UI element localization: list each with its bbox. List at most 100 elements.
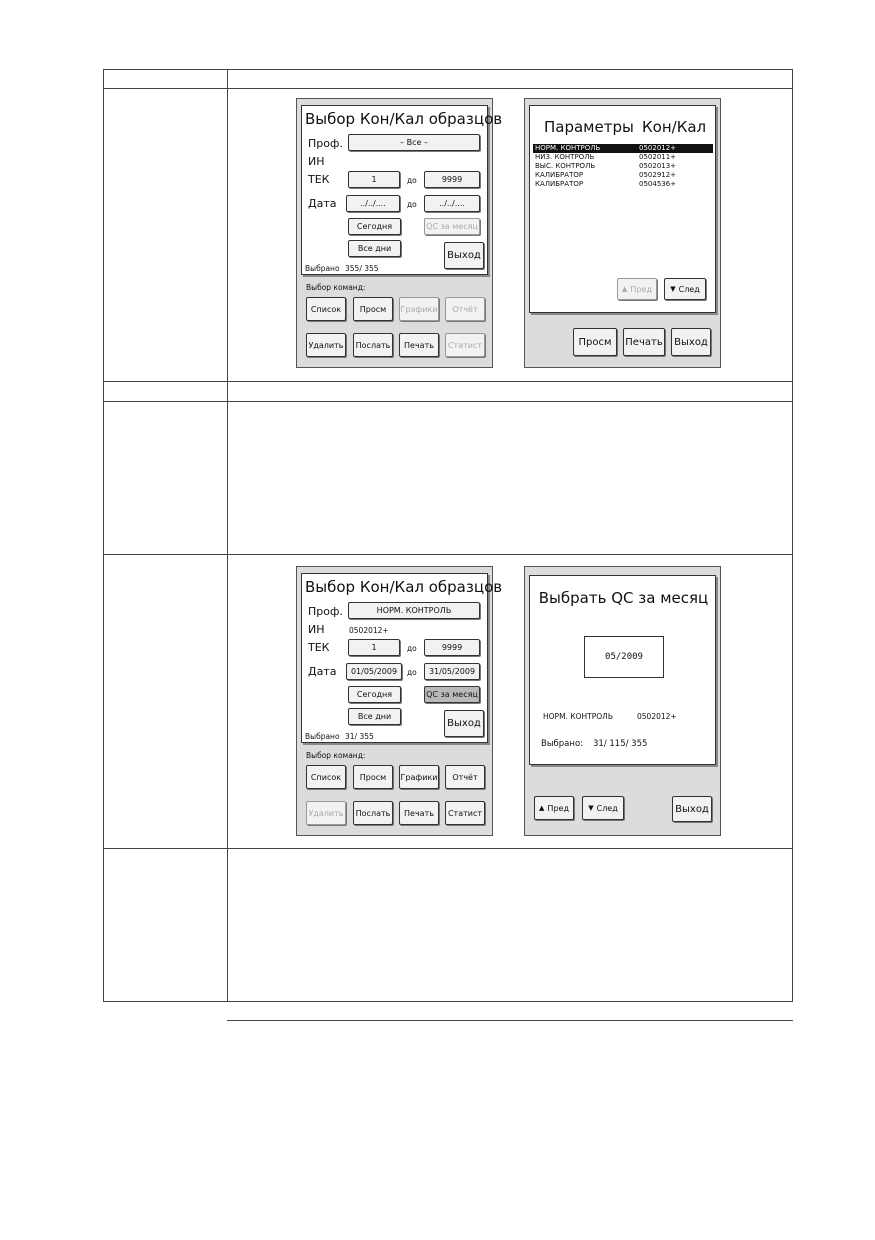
view-button[interactable]: Просм [573, 328, 617, 356]
param-list-item[interactable]: НОРМ. КОНТРОЛЬ 0502012+ [533, 144, 713, 153]
selected-label: Выбрано [305, 732, 340, 741]
selected-count: 355/ 355 [345, 264, 379, 273]
month-value: 05/2009 [605, 652, 643, 662]
next-button[interactable]: ▼След [664, 278, 706, 300]
send-button[interactable]: Послать [353, 333, 393, 357]
exit-button[interactable]: Выход [444, 242, 484, 269]
qc-month-window: Выбрать QC за месяц 05/2009 НОРМ. КОНТРО… [529, 575, 716, 765]
date-to-field[interactable]: 31/05/2009 [424, 663, 480, 680]
all-days-button[interactable]: Все дни [348, 708, 401, 725]
commands-label: Выбор команд: [306, 283, 366, 292]
tek-label: ТЕК [308, 641, 330, 654]
prof-label: Проф. [308, 137, 343, 150]
down-arrow-icon: ▼ [588, 804, 594, 812]
table-rule [103, 1001, 793, 1002]
params-title: Параметры [544, 118, 634, 136]
month-field[interactable]: 05/2009 [584, 636, 664, 678]
table-rule [103, 88, 793, 89]
selected-count: 31/ 355 [345, 732, 374, 741]
up-arrow-icon: ▲ [622, 285, 628, 293]
qc-month-button[interactable]: QC за месяц [424, 218, 480, 235]
report-button[interactable]: Отчёт [445, 297, 485, 321]
down-arrow-icon: ▼ [670, 285, 676, 293]
control-name: НОРМ. КОНТРОЛЬ [543, 712, 613, 721]
prev-button[interactable]: ▲Пред [617, 278, 657, 300]
table-rule [103, 69, 793, 70]
prev-button[interactable]: ▲Пред [534, 796, 574, 820]
print-button[interactable]: Печать [623, 328, 665, 356]
to-label: до [407, 176, 417, 185]
table-rule [792, 69, 793, 1002]
list-button[interactable]: Список [306, 297, 346, 321]
date-label: Дата [308, 197, 337, 210]
date-from-field[interactable]: 01/05/2009 [346, 663, 402, 680]
commands-label: Выбор команд: [306, 751, 366, 760]
report-button[interactable]: Отчёт [445, 765, 485, 789]
selected-label: Выбрано [305, 264, 340, 273]
table-rule [103, 848, 793, 849]
view-button[interactable]: Просм [353, 297, 393, 321]
to-label: до [407, 644, 417, 653]
next-label: След [596, 803, 618, 813]
delete-button[interactable]: Удалить [306, 801, 346, 825]
prof-select[interactable]: – Все – [348, 134, 480, 151]
qc-select-panel-filtered: Выбор Кон/Кал образцов Проф. НОРМ. КОНТР… [296, 566, 502, 836]
prev-label: Пред [630, 284, 652, 294]
today-button[interactable]: Сегодня [348, 218, 401, 235]
graphs-button[interactable]: Графики [399, 297, 439, 321]
list-button[interactable]: Список [306, 765, 346, 789]
table-rule [227, 69, 228, 1002]
tek-from-field[interactable]: 1 [348, 639, 400, 656]
prev-label: Пред [547, 803, 569, 813]
next-label: След [678, 284, 700, 294]
param-lot: 0502013+ [639, 162, 677, 170]
graphs-button[interactable]: Графики [399, 765, 439, 789]
footer-rule [227, 1020, 793, 1021]
stats-button[interactable]: Статист [445, 801, 485, 825]
print-button[interactable]: Печать [399, 801, 439, 825]
date-from-field[interactable]: ../../.... [346, 195, 400, 212]
tek-from-field[interactable]: 1 [348, 171, 400, 188]
date-to-field[interactable]: ../../.... [424, 195, 480, 212]
table-rule [103, 69, 104, 1002]
in-label: ИН [308, 623, 325, 636]
stats-button[interactable]: Статист [445, 333, 485, 357]
param-name: ВЫС. КОНТРОЛЬ [535, 162, 596, 170]
send-button[interactable]: Послать [353, 801, 393, 825]
qc-select-window: Выбор Кон/Кал образцов Проф. НОРМ. КОНТР… [301, 573, 502, 743]
param-lot: 0502012+ [639, 144, 677, 152]
prof-label: Проф. [308, 605, 343, 618]
print-button[interactable]: Печать [399, 333, 439, 357]
delete-button[interactable]: Удалить [306, 333, 346, 357]
qc-month-title: Выбрать QC за месяц [538, 589, 709, 607]
qc-select-panel-all: Выбор Кон/Кал образцов Проф. – Все – ИН … [296, 98, 502, 368]
tek-to-field[interactable]: 9999 [424, 639, 480, 656]
param-name: НИЗ. КОНТРОЛЬ [535, 153, 595, 161]
selected-label: Выбрано: [541, 739, 584, 749]
table-rule [103, 381, 793, 382]
view-button[interactable]: Просм [353, 765, 393, 789]
to-label: до [407, 668, 417, 677]
today-button[interactable]: Сегодня [348, 686, 401, 703]
selected-count: 31/ 115/ 355 [593, 739, 648, 749]
prof-select[interactable]: НОРМ. КОНТРОЛЬ [348, 602, 480, 619]
param-lot: 0502912+ [639, 171, 677, 179]
all-days-button[interactable]: Все дни [348, 240, 401, 257]
tek-to-field[interactable]: 9999 [424, 171, 480, 188]
exit-button[interactable]: Выход [672, 796, 712, 822]
exit-button[interactable]: Выход [671, 328, 711, 356]
control-lot: 0502012+ [637, 712, 677, 721]
tek-label: ТЕК [308, 173, 330, 186]
qc-month-button[interactable]: QC за месяц [424, 686, 480, 703]
param-list-item[interactable]: ВЫС. КОНТРОЛЬ 0502013+ [533, 162, 713, 171]
exit-button[interactable]: Выход [444, 710, 484, 737]
qc-month-panel: Выбрать QC за месяц 05/2009 НОРМ. КОНТРО… [524, 566, 721, 836]
next-button[interactable]: ▼След [582, 796, 624, 820]
qc-select-window: Выбор Кон/Кал образцов Проф. – Все – ИН … [301, 105, 502, 275]
param-name: НОРМ. КОНТРОЛЬ [535, 144, 601, 152]
